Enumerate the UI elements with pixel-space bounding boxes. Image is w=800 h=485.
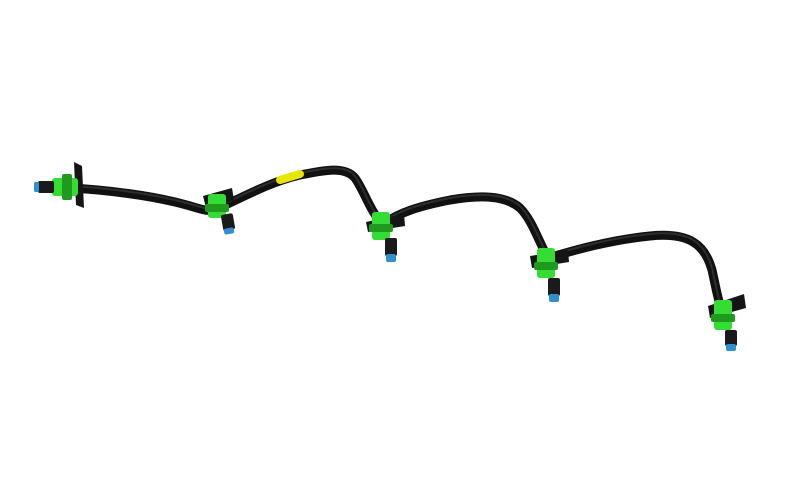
connector-clip (534, 262, 558, 270)
nozzle (221, 213, 235, 231)
label-band (276, 170, 304, 184)
connector-2 (203, 188, 235, 235)
mounting-tab (74, 162, 84, 208)
nozzle (725, 330, 737, 346)
connector-4 (530, 248, 569, 302)
connector-clip (62, 174, 72, 200)
o-ring-seal (726, 344, 736, 351)
nozzle (548, 278, 560, 296)
nozzle (38, 181, 54, 193)
connector-3 (366, 212, 405, 262)
nozzle (385, 238, 397, 256)
o-ring-seal (549, 294, 559, 302)
connector-5 (708, 294, 746, 351)
o-ring-seal (223, 227, 235, 235)
connector-clip (711, 314, 735, 322)
o-ring-seal (34, 182, 39, 192)
o-ring-seal (386, 254, 396, 262)
connector-clip (369, 224, 393, 232)
connector-clip (205, 204, 229, 212)
connector-1 (34, 162, 84, 208)
